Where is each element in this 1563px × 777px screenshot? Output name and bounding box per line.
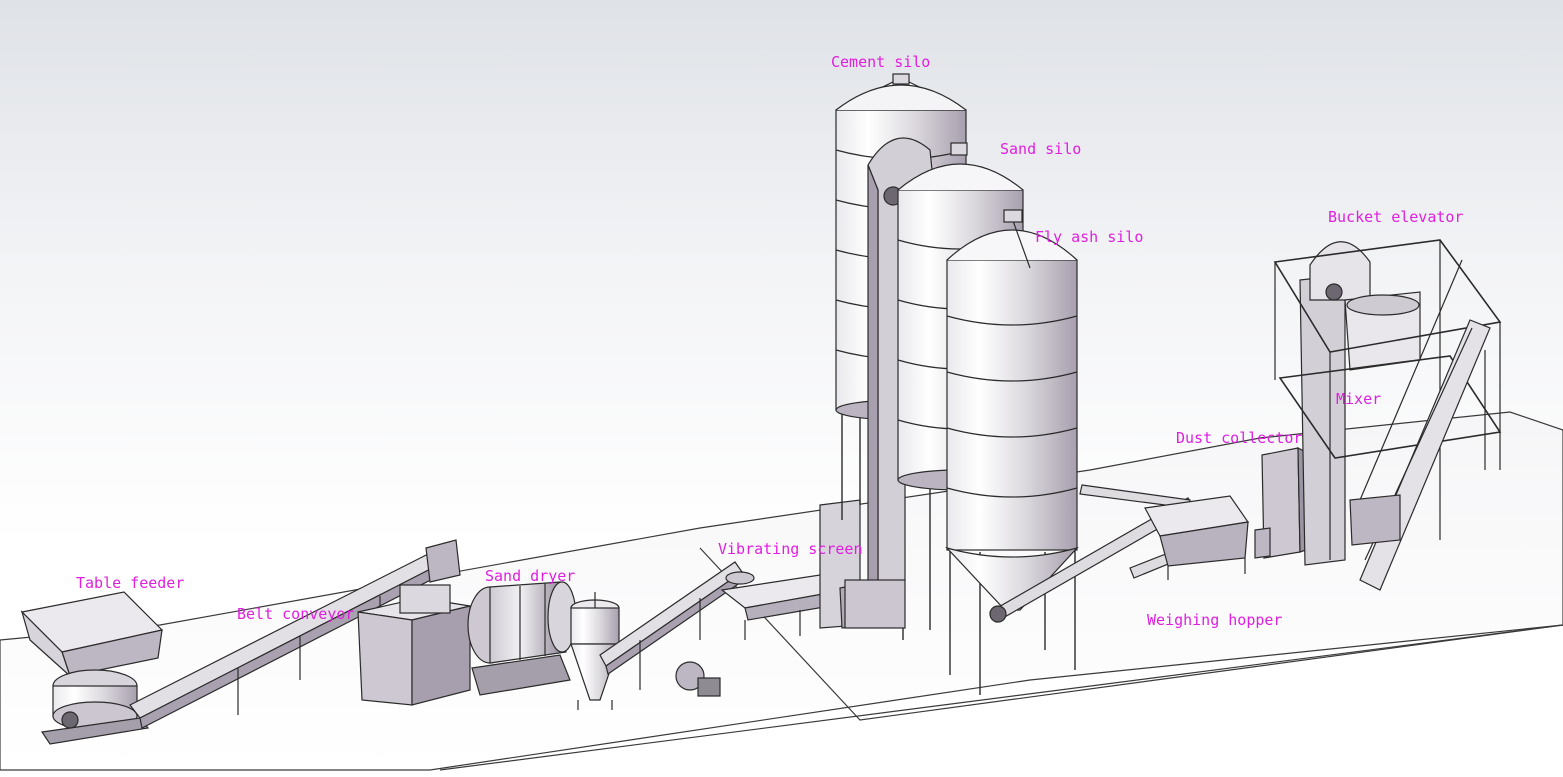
label-table-feeder: Table feeder bbox=[76, 574, 185, 592]
label-vibrating-screen: Vibrating screen bbox=[718, 540, 863, 558]
label-weighing-hopper: Weighing hopper bbox=[1147, 611, 1283, 629]
label-sand-dryer: Sand dryer bbox=[485, 567, 576, 585]
table-feeder bbox=[20, 591, 164, 745]
label-dust-collector: Dust collector bbox=[1176, 429, 1303, 447]
belt-conveyor-2 bbox=[599, 561, 745, 697]
mixer-tower bbox=[1273, 239, 1502, 591]
label-sand-silo: Sand silo bbox=[1000, 140, 1082, 158]
sand-dryer bbox=[467, 581, 577, 696]
label-bucket-elevator: Bucket elevator bbox=[1328, 208, 1464, 226]
belt-conveyor bbox=[129, 539, 461, 729]
label-fly-ash-silo: Fly ash silo bbox=[1035, 228, 1144, 246]
label-belt-conveyor: Belt conveyor bbox=[237, 605, 355, 623]
fly-ash-silo bbox=[945, 209, 1079, 611]
weighing-hopper bbox=[1144, 495, 1250, 580]
label-cement-silo: Cement silo bbox=[831, 53, 931, 71]
furnace-block bbox=[357, 584, 471, 706]
label-mixer: Mixer bbox=[1336, 390, 1382, 408]
